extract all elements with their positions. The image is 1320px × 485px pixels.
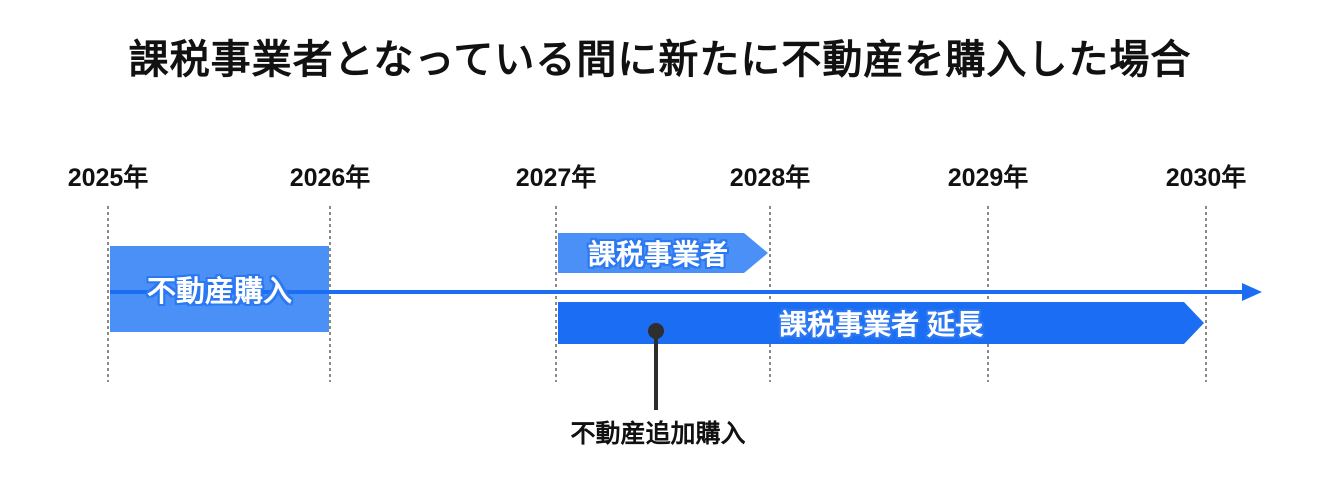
purchase-band-label: 不動産購入: [146, 276, 292, 308]
additional-purchase-stem: [654, 331, 658, 410]
gridline-2029: [987, 206, 989, 382]
timeline-arrowhead-icon: [1242, 283, 1262, 301]
diagram-title: 課税事業者となっている間に新たに不動産を購入した場合: [128, 38, 1192, 82]
gridline-2025: [107, 206, 109, 382]
gridline-2026: [329, 206, 331, 382]
additional-purchase-dot: [648, 323, 664, 339]
gridline-2030: [1205, 206, 1207, 382]
year-label-2027: 2027年: [515, 164, 597, 192]
taxable-band: 課税事業者: [558, 233, 768, 273]
taxable-extension-band: 課税事業者 延長: [558, 302, 1204, 344]
purchase-band: 不動産購入: [110, 246, 329, 332]
gridline-2028: [769, 206, 771, 382]
year-label-2030: 2030年: [1165, 164, 1247, 192]
additional-purchase-label: 不動産追加購入: [570, 420, 746, 448]
gridline-2027: [555, 206, 557, 382]
taxable-extension-band-label: 課税事業者 延長: [779, 309, 983, 340]
taxable-band-label: 課税事業者: [587, 239, 728, 270]
timeline-arrow-line: [110, 290, 1244, 294]
year-label-2026: 2026年: [289, 164, 371, 192]
year-label-2028: 2028年: [729, 164, 811, 192]
year-label-2025: 2025年: [67, 164, 149, 192]
year-label-2029: 2029年: [947, 164, 1029, 192]
